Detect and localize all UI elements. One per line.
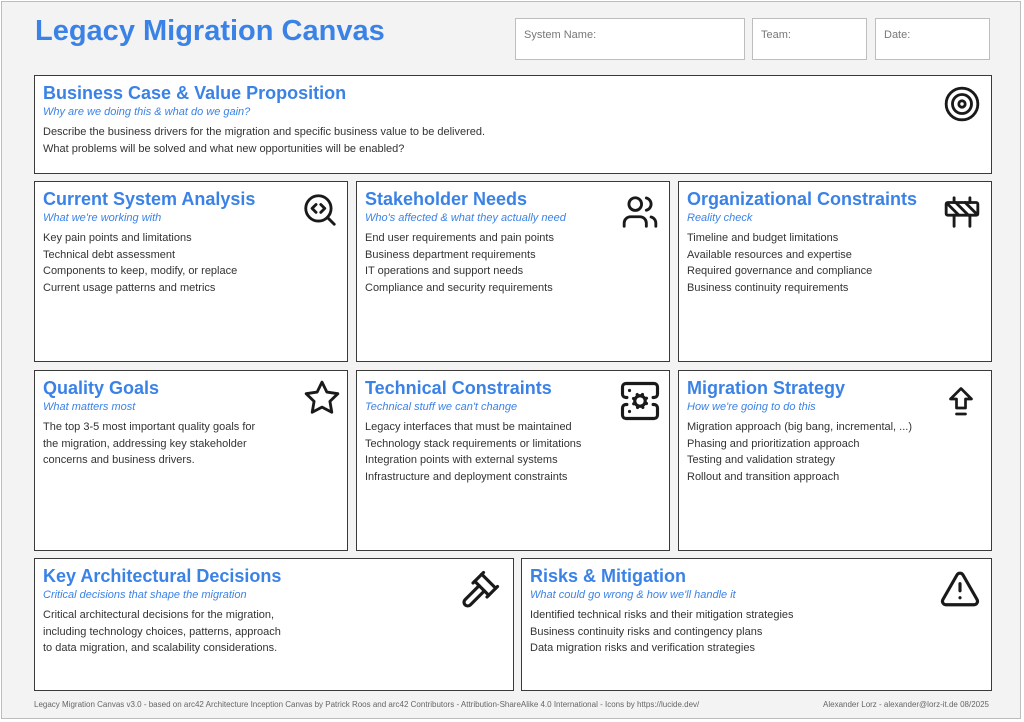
- footer-author: Alexander Lorz - alexander@lorz-it.de 08…: [823, 700, 989, 709]
- section-subtitle: Technical stuff we can't change: [365, 401, 518, 413]
- list-item: concerns and business drivers.: [43, 454, 195, 466]
- team-field[interactable]: Team:: [752, 18, 867, 60]
- section-subtitle: How we're going to do this: [687, 401, 816, 413]
- section-title: Stakeholder Needs: [365, 189, 528, 209]
- section-title: Risks & Mitigation: [530, 566, 687, 586]
- star-icon: [303, 379, 341, 417]
- section-title: Business Case & Value Proposition: [43, 83, 347, 103]
- section-subtitle: Why are we doing this & what do we gain?: [43, 106, 251, 118]
- organizational-constraints-section: Organizational Constraints Reality check…: [678, 181, 992, 362]
- warning-icon: [939, 568, 981, 610]
- list-item: IT operations and support needs: [365, 265, 524, 277]
- list-item: Business continuity risks and contingenc…: [530, 625, 763, 638]
- list-item: Current usage patterns and metrics: [43, 281, 216, 294]
- list-item: including technology choices, patterns, …: [43, 625, 281, 638]
- list-item: End user requirements and pain points: [365, 232, 554, 244]
- list-item: Testing and validation strategy: [687, 454, 835, 466]
- section-list: The top 3-5 most important quality goals…: [43, 419, 255, 469]
- list-item: Key pain points and limitations: [43, 232, 192, 244]
- stakeholder-needs-section: Stakeholder Needs Who's affected & what …: [356, 181, 670, 362]
- section-subtitle: What matters most: [43, 401, 136, 413]
- section-list: Legacy interfaces that must be maintaine…: [365, 419, 581, 485]
- section-list: Key pain points and limitations Technica…: [43, 230, 237, 296]
- section-subtitle: Reality check: [687, 212, 753, 224]
- section-title: Current System Analysis: [43, 189, 256, 209]
- architectural-decisions-section: Key Architectural Decisions Critical dec…: [34, 558, 514, 691]
- list-item: Infrastructure and deployment constraint…: [365, 470, 568, 483]
- section-list: End user requirements and pain points Bu…: [365, 230, 554, 296]
- list-item: Technology stack requirements or limitat…: [365, 437, 582, 450]
- list-item: Components to keep, modify, or replace: [43, 265, 238, 277]
- business-case-section: Business Case & Value Proposition Why ar…: [34, 75, 992, 174]
- section-title: Technical Constraints: [365, 378, 552, 398]
- list-item: Legacy interfaces that must be maintaine…: [365, 421, 572, 433]
- section-subtitle: Critical decisions that shape the migrat…: [43, 589, 247, 601]
- quality-goals-section: Quality Goals What matters most The top …: [34, 370, 348, 551]
- risks-mitigation-section: Risks & Mitigation What could go wrong &…: [521, 558, 992, 691]
- section-list: Describe the business drivers for the mi…: [43, 124, 485, 157]
- technical-constraints-section: Technical Constraints Technical stuff we…: [356, 370, 670, 551]
- construction-barrier-icon: [943, 193, 981, 231]
- system-name-field[interactable]: System Name:: [515, 18, 745, 60]
- gavel-icon: [459, 569, 501, 611]
- arrow-up-icon: [943, 381, 979, 417]
- list-item: Business continuity requirements: [687, 281, 849, 294]
- server-cog-icon: [619, 380, 661, 422]
- section-title: Migration Strategy: [687, 378, 846, 398]
- list-item: Technical debt assessment: [43, 248, 176, 261]
- list-item: to data migration, and scalability consi…: [43, 642, 278, 654]
- section-list: Critical architectural decisions for the…: [43, 607, 281, 657]
- current-system-section: Current System Analysis What we're worki…: [34, 181, 348, 362]
- list-item: Business department requirements: [365, 248, 536, 261]
- section-title: Key Architectural Decisions: [43, 566, 282, 586]
- date-field[interactable]: Date:: [875, 18, 990, 60]
- section-list: Migration approach (big bang, incrementa…: [687, 419, 912, 485]
- list-item: Required governance and compliance: [687, 265, 873, 277]
- section-title: Quality Goals: [43, 378, 160, 398]
- section-subtitle: Who's affected & what they actually need: [365, 212, 566, 224]
- list-item: Available resources and expertise: [687, 248, 852, 261]
- list-item: Timeline and budget limitations: [687, 232, 839, 244]
- list-item: Rollout and transition approach: [687, 470, 840, 483]
- target-icon: [943, 85, 981, 123]
- migration-strategy-section: Migration Strategy How we're going to do…: [678, 370, 992, 551]
- list-item: Migration approach (big bang, incrementa…: [687, 421, 913, 433]
- footer-attribution: Legacy Migration Canvas v3.0 - based on …: [34, 700, 700, 709]
- date-label: Date:: [884, 29, 911, 41]
- list-item: Critical architectural decisions for the…: [43, 609, 275, 621]
- section-list: Identified technical risks and their mit…: [530, 607, 794, 657]
- system-name-label: System Name:: [524, 29, 597, 41]
- list-item: Phasing and prioritization approach: [687, 437, 860, 450]
- list-item: Describe the business drivers for the mi…: [43, 126, 486, 138]
- section-subtitle: What we're working with: [43, 212, 162, 224]
- page-title: Legacy Migration Canvas: [35, 15, 385, 47]
- list-item: the migration, addressing key stakeholde…: [43, 437, 247, 450]
- list-item: What problems will be solved and what ne…: [43, 142, 405, 155]
- list-item: The top 3-5 most important quality goals…: [43, 421, 256, 433]
- users-icon: [621, 193, 659, 231]
- team-label: Team:: [761, 29, 791, 41]
- section-list: Timeline and budget limitations Availabl…: [687, 230, 872, 296]
- section-title: Organizational Constraints: [687, 189, 918, 209]
- list-item: Integration points with external systems: [365, 454, 558, 466]
- list-item: Identified technical risks and their mit…: [530, 609, 794, 621]
- section-subtitle: What could go wrong & how we'll handle i…: [530, 589, 736, 601]
- list-item: Data migration risks and verification st…: [530, 642, 755, 654]
- code-search-icon: [301, 191, 339, 229]
- list-item: Compliance and security requirements: [365, 281, 553, 294]
